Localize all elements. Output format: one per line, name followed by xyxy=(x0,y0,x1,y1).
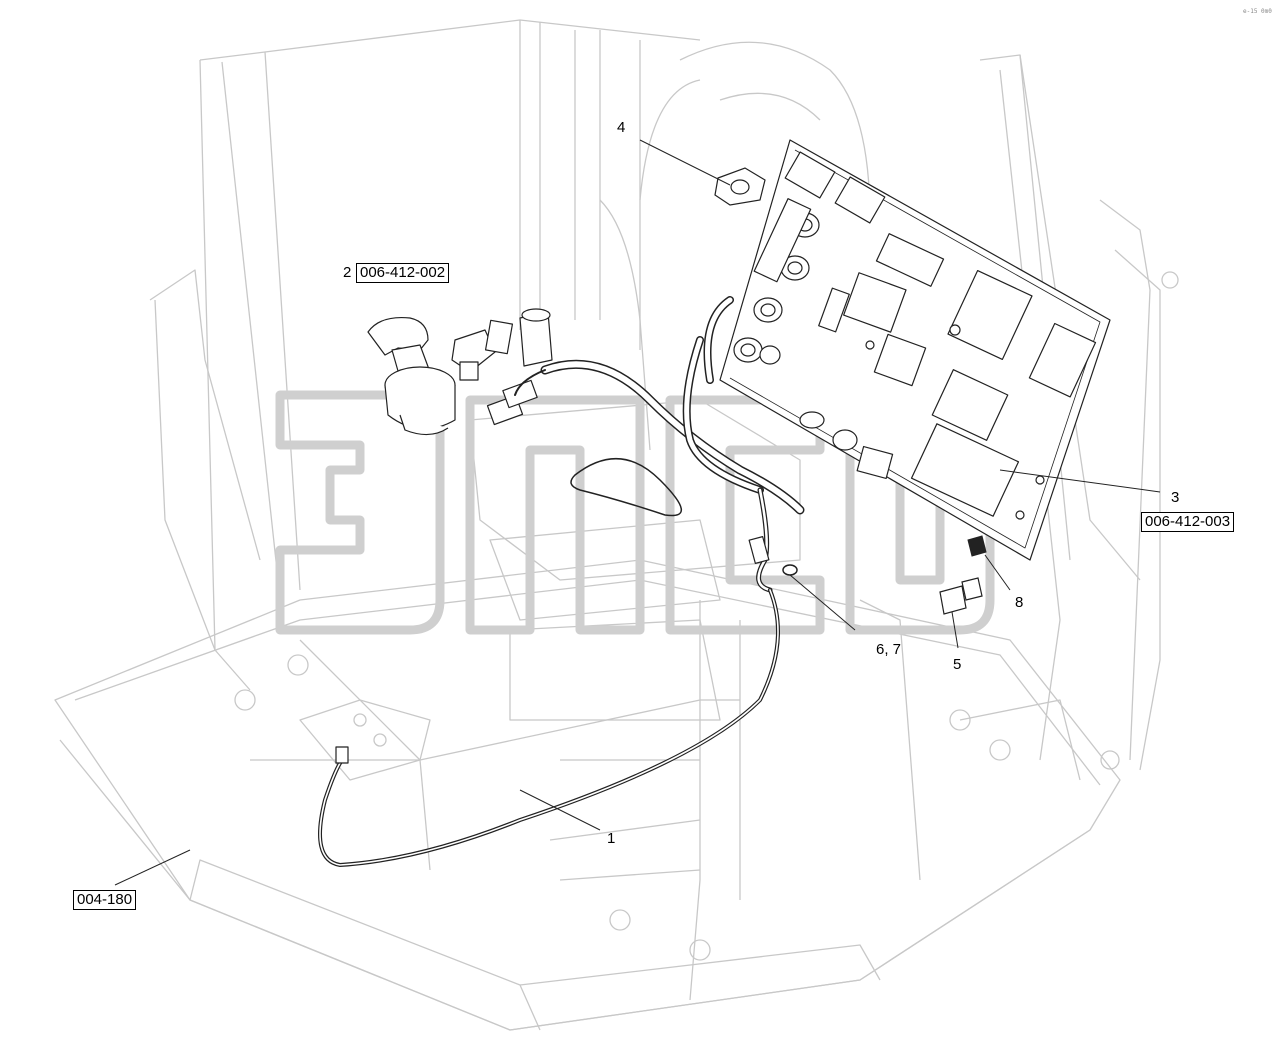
callout-8[interactable]: 8 xyxy=(1015,594,1024,611)
fuse-block-1 xyxy=(784,151,886,224)
joystick-assembly xyxy=(367,308,553,436)
drawing-corner-code: e-15 0m0 xyxy=(1243,8,1272,15)
switch-item-8 xyxy=(967,535,987,557)
callout-4[interactable]: 4 xyxy=(617,119,626,136)
callout-3[interactable]: 3 xyxy=(1171,489,1180,506)
wiring-harness xyxy=(318,296,805,867)
mounting-bracket xyxy=(714,167,766,206)
callout-2[interactable]: 2 xyxy=(343,264,352,281)
callout-5[interactable]: 5 xyxy=(953,656,962,673)
callout-6-7[interactable]: 6, 7 xyxy=(876,641,902,658)
round-connectors xyxy=(733,212,820,365)
callout-leader-lines xyxy=(114,139,1161,886)
part-hotspots xyxy=(600,118,632,847)
base-reference-box[interactable]: 004-180 xyxy=(73,890,137,910)
cab-frame-background xyxy=(54,19,1179,1031)
callout-3-reference-box[interactable]: 006-412-003 xyxy=(1141,512,1235,532)
electrical-panel xyxy=(719,139,1111,561)
switch-item-5 xyxy=(939,577,983,615)
callout-1[interactable]: 1 xyxy=(607,830,616,847)
callout-2-reference-box[interactable]: 006-412-002 xyxy=(356,263,450,283)
